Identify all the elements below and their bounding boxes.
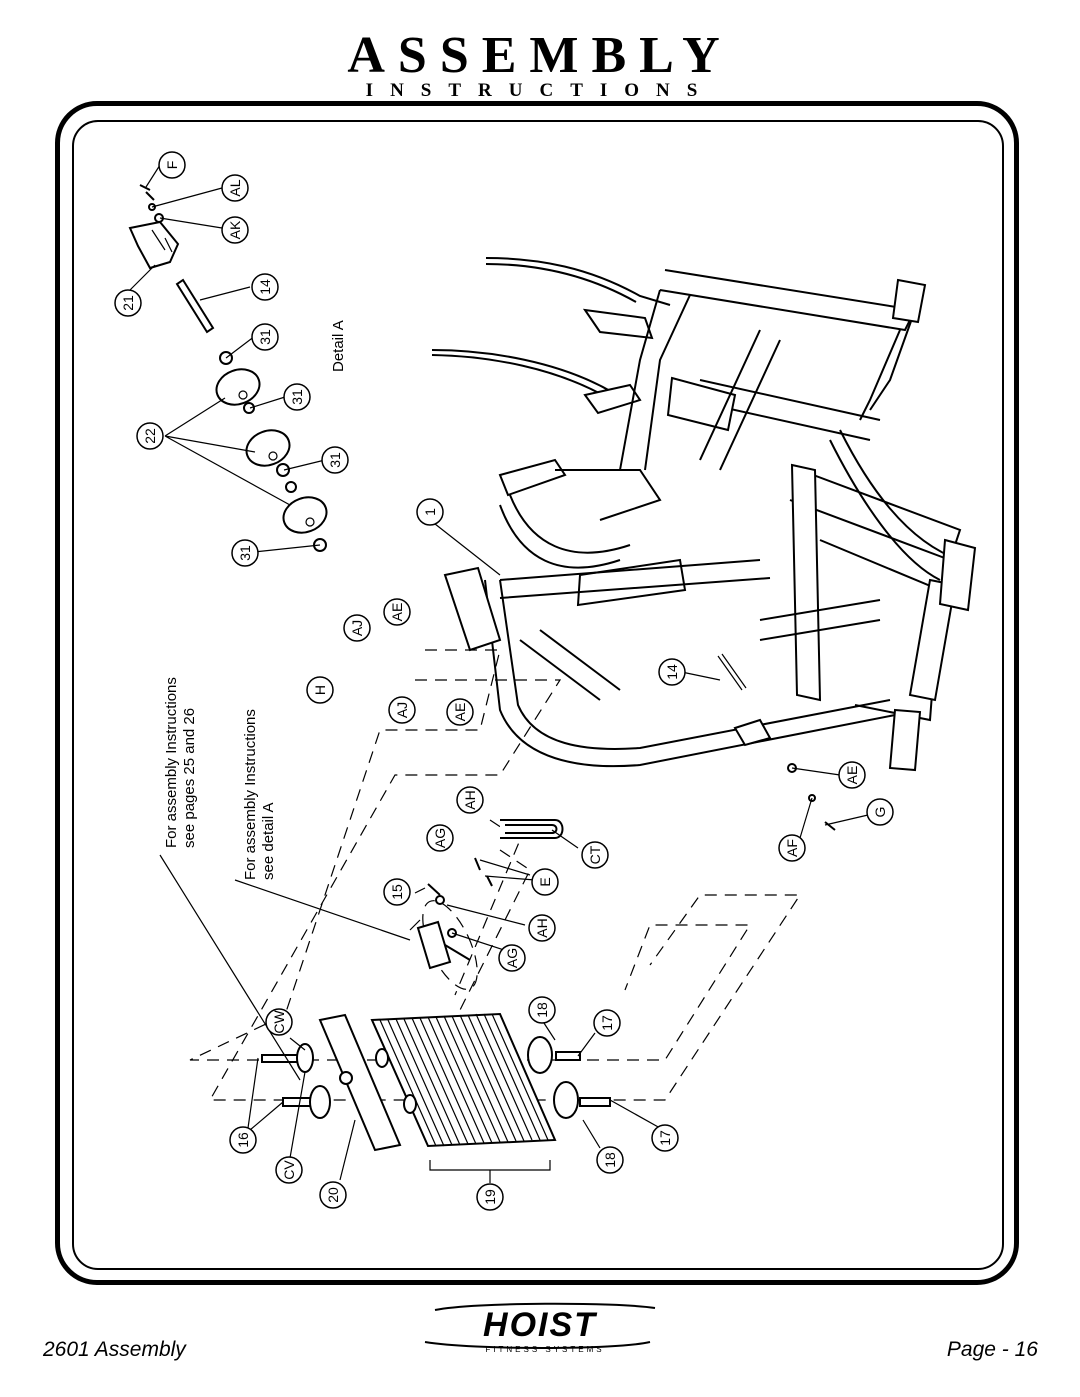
- svg-text:31: 31: [237, 545, 253, 561]
- callout-af: AF: [778, 834, 806, 862]
- svg-text:CT: CT: [587, 845, 603, 864]
- callout-c1: 1: [416, 498, 444, 526]
- svg-text:see detail A: see detail A: [260, 802, 277, 880]
- callout-agb: AG: [498, 944, 526, 972]
- svg-text:For assembly Instructions: For assembly Instructions: [242, 709, 259, 880]
- callout-ahb: AH: [528, 914, 556, 942]
- callout-g: G: [866, 798, 894, 826]
- callout-aeb: AE: [446, 698, 474, 726]
- svg-text:AE: AE: [452, 703, 468, 722]
- svg-text:20: 20: [325, 1187, 341, 1203]
- page-title: ASSEMBLY: [347, 27, 733, 84]
- svg-text:AG: AG: [504, 948, 520, 968]
- callout-ct: CT: [581, 841, 609, 869]
- svg-text:For assembly Instructions: For assembly Instructions: [163, 677, 180, 848]
- callout-al: AL: [221, 174, 249, 202]
- svg-text:AJ: AJ: [394, 702, 410, 718]
- svg-text:Detail A: Detail A: [330, 320, 347, 372]
- selector-assembly-group: [409, 819, 579, 970]
- detail-a-label: Detail A: [330, 320, 347, 372]
- callout-f: F: [158, 151, 186, 179]
- callout-c17b: 17: [651, 1124, 679, 1152]
- footer-model: 2601 Assembly: [43, 1338, 186, 1361]
- callout-c15: 15: [383, 878, 411, 906]
- svg-text:AE: AE: [844, 766, 860, 785]
- svg-text:17: 17: [599, 1015, 615, 1031]
- callout-c16: 16: [229, 1126, 257, 1154]
- callout-c31a: 31: [251, 323, 279, 351]
- svg-text:AH: AH: [462, 790, 478, 809]
- svg-text:AE: AE: [389, 603, 405, 622]
- callout-ak: AK: [221, 216, 249, 244]
- note-pages-25-26: For assembly Instructions see pages 25 a…: [163, 677, 198, 848]
- svg-text:AJ: AJ: [349, 620, 365, 636]
- svg-text:31: 31: [289, 389, 305, 405]
- page-subtitle: INSTRUCTIONS: [365, 80, 715, 101]
- callout-c31b: 31: [283, 383, 311, 411]
- svg-text:AF: AF: [784, 839, 800, 857]
- callout-c22: 22: [136, 422, 164, 450]
- callout-c19: 19: [476, 1183, 504, 1211]
- callout-h: H: [306, 676, 334, 704]
- callout-e: E: [531, 868, 559, 896]
- callout-c20: 20: [319, 1181, 347, 1209]
- svg-text:AH: AH: [534, 918, 550, 937]
- svg-text:HOIST: HOIST: [483, 1306, 598, 1344]
- inner-frame: [72, 120, 1004, 1270]
- svg-text:CW: CW: [271, 1010, 287, 1034]
- svg-text:18: 18: [602, 1152, 618, 1168]
- note-detail-a: For assembly Instructions see detail A: [242, 709, 277, 880]
- hoist-logo: HOIST: [424, 1302, 656, 1349]
- svg-text:F: F: [164, 161, 180, 170]
- detail-a-group: [128, 164, 328, 554]
- svg-text:see pages 25 and 26: see pages 25 and 26: [181, 708, 198, 848]
- svg-text:14: 14: [664, 664, 680, 680]
- svg-text:H: H: [312, 685, 328, 695]
- svg-text:E: E: [537, 877, 553, 886]
- svg-text:22: 22: [142, 428, 158, 444]
- svg-text:15: 15: [389, 884, 405, 900]
- callout-c18b: 18: [596, 1146, 624, 1174]
- svg-text:21: 21: [120, 295, 136, 311]
- callout-aha: AH: [456, 786, 484, 814]
- callout-c14b: 14: [658, 658, 686, 686]
- svg-text:17: 17: [657, 1130, 673, 1146]
- svg-text:AG: AG: [432, 828, 448, 848]
- svg-text:AL: AL: [227, 179, 243, 196]
- callout-c14a: 14: [251, 273, 279, 301]
- svg-text:G: G: [872, 807, 888, 818]
- svg-text:14: 14: [257, 279, 273, 295]
- svg-text:16: 16: [235, 1132, 251, 1148]
- svg-text:1: 1: [422, 508, 438, 516]
- svg-text:31: 31: [257, 329, 273, 345]
- main-frame-group: [429, 257, 977, 839]
- svg-text:18: 18: [534, 1002, 550, 1018]
- callout-aec: AE: [838, 761, 866, 789]
- svg-text:19: 19: [482, 1189, 498, 1205]
- callout-aga: AG: [426, 824, 454, 852]
- logo-subtitle: FITNESS SYSTEMS: [485, 1345, 605, 1354]
- weight-stack-group: [159, 854, 661, 1183]
- callout-cv: CV: [275, 1156, 303, 1184]
- svg-text:31: 31: [327, 452, 343, 468]
- outer-frame: [55, 101, 1019, 1285]
- callout-cw: CW: [265, 1008, 293, 1036]
- callout-c17a: 17: [593, 1009, 621, 1037]
- callout-c18a: 18: [528, 996, 556, 1024]
- svg-text:CV: CV: [281, 1160, 297, 1180]
- callout-aja: AJ: [343, 614, 371, 642]
- callout-c21: 21: [114, 289, 142, 317]
- callout-aea: AE: [383, 598, 411, 626]
- callout-c31d: 31: [231, 539, 259, 567]
- svg-text:AK: AK: [227, 220, 243, 239]
- footer-page-number: Page - 16: [946, 1338, 1038, 1361]
- callout-ajb: AJ: [388, 696, 416, 724]
- callout-c31c: 31: [321, 446, 349, 474]
